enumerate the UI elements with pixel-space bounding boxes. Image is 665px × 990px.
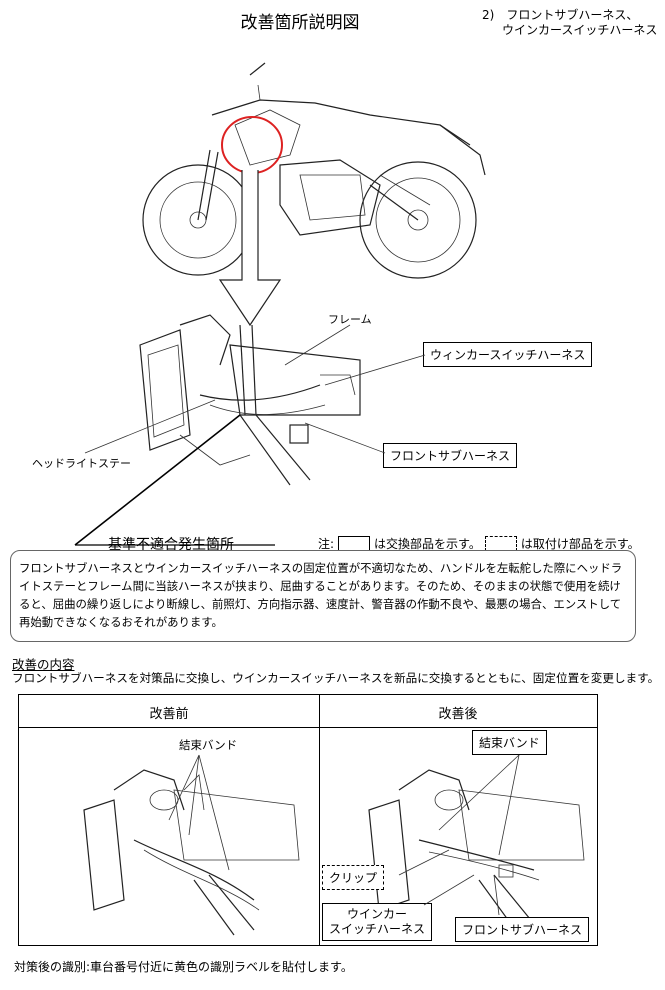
- improvement-heading: 改善の内容: [12, 657, 75, 672]
- identification-note: 対策後の識別:車台番号付近に黄色の識別ラベルを貼付します。: [14, 960, 353, 974]
- improvement-body: フロントサブハーネスを対策品に交換し、ウインカースイッチハーネスを新品に交換する…: [12, 671, 660, 685]
- before-header: 改善前: [149, 707, 189, 722]
- legend-solid-swatch: [338, 536, 371, 551]
- after-label-winker-line2: スイッチハーネス: [329, 922, 426, 936]
- before-illustration: [83, 769, 300, 936]
- after-clip-leader: [398, 849, 450, 876]
- legend-dashed-text: は取付け部品を示す。: [520, 537, 640, 551]
- defect-description: フロントサブハーネスとウインカースイッチハーネスの固定位置が不適切なため、ハンド…: [10, 550, 636, 642]
- section-tag-line2: ウインカースイッチハーネス: [502, 23, 658, 37]
- section-tag: 2) フロントサブハーネス、 ウインカースイッチハーネス: [482, 8, 657, 38]
- label-headlight-stay: ヘッドライトステー: [32, 457, 131, 470]
- leader-winker: [324, 354, 426, 386]
- legend-dashed-swatch: [484, 536, 517, 551]
- leader-front-sub: [304, 422, 386, 454]
- harness-detail-diagram: [139, 314, 361, 486]
- after-front-sub-leader: [493, 874, 500, 916]
- legend-note-prefix: 注:: [318, 537, 335, 551]
- leader-headlight: [84, 399, 216, 454]
- section-tag-line1: 2) フロントサブハーネス、: [482, 8, 639, 22]
- label-winker-harness: ウィンカースイッチハーネス: [423, 342, 593, 367]
- label-front-sub-harness: フロントサブハーネス: [383, 443, 518, 468]
- after-label-front-sub-harness: フロントサブハーネス: [455, 917, 590, 942]
- after-header: 改善後: [438, 707, 478, 722]
- leader-frame: [284, 324, 351, 366]
- legend-solid-text: は交換部品を示す。: [374, 537, 481, 551]
- defect-location-title: 基準不適合発生箇所: [108, 537, 234, 553]
- page-title: 改善箇所説明図: [240, 13, 360, 33]
- table-divider: [319, 695, 320, 945]
- zoom-arrow: [218, 170, 282, 327]
- after-label-winker-line1: ウインカー: [347, 907, 408, 921]
- before-label-band: 結束バンド: [179, 738, 238, 752]
- before-band-leaders: [168, 754, 230, 871]
- after-label-clip: クリップ: [322, 865, 385, 890]
- table-header-divider: [19, 727, 597, 728]
- after-label-band: 結束バンド: [472, 730, 547, 755]
- after-label-winker-harness: ウインカー スイッチハーネス: [322, 903, 433, 941]
- motorcycle-illustration: [142, 62, 486, 279]
- defect-pointer-line: [74, 414, 275, 546]
- label-frame: フレーム: [328, 313, 372, 326]
- after-band-leaders: [438, 754, 520, 856]
- comparison-table: 改善前 改善後 結束バンド 結束バンド クリップ ウインカー: [18, 694, 598, 946]
- after-winker-leader: [423, 874, 475, 906]
